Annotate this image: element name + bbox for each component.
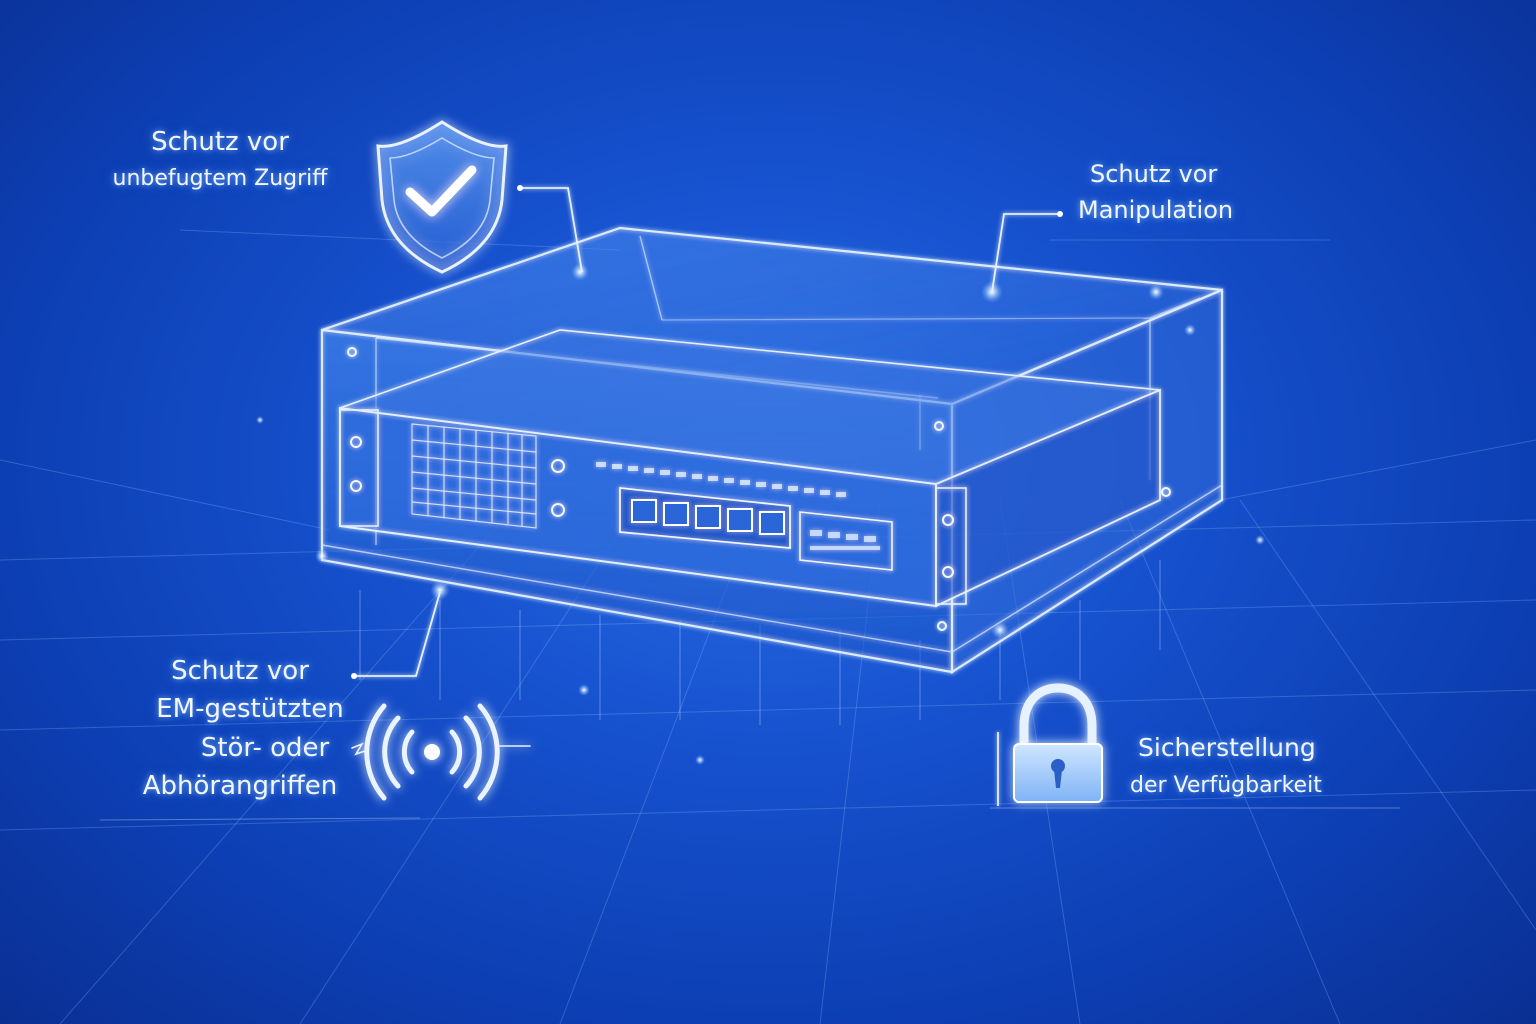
- leader-lines: [354, 187, 1060, 806]
- callout-manip-line1: Schutz vor: [1090, 160, 1218, 188]
- callout-manip-line2: Manipulation: [1078, 196, 1234, 224]
- callout-em-line4: Abhörangriffen: [142, 771, 338, 802]
- callout-em-line2: EM-gestützten: [156, 694, 344, 725]
- callout-avail-line1: Sicherstellung: [1138, 733, 1316, 762]
- callout-manipulation: Schutz vor Manipulation: [1078, 156, 1288, 228]
- callout-em-attacks: Schutz vor EM-gestützten Stör- oder Abhö…: [110, 652, 370, 806]
- vent-grille: [411, 423, 537, 529]
- wireless-signal-icon: [351, 703, 531, 801]
- network-appliance: [339, 329, 1171, 631]
- callout-access-line1: Schutz vor: [151, 127, 289, 157]
- callout-access-line2: unbefugtem Zugriff: [112, 165, 328, 191]
- sparkles: [256, 263, 1265, 765]
- shield-check-icon: [376, 120, 508, 274]
- callout-unauthorized-access: Schutz vor unbefugtem Zugriff: [95, 126, 345, 192]
- status-leds: [596, 462, 846, 497]
- callout-avail-line2: der Verfügbarkeit: [1130, 773, 1322, 798]
- callout-em-line1: Schutz vor: [171, 656, 309, 686]
- callout-em-line3: Stör- oder: [200, 732, 330, 763]
- ethernet-ports: [631, 499, 785, 535]
- padlock-icon: [1013, 683, 1103, 803]
- callout-availability: Sicherstellung der Verfügbarkeit: [1130, 728, 1370, 803]
